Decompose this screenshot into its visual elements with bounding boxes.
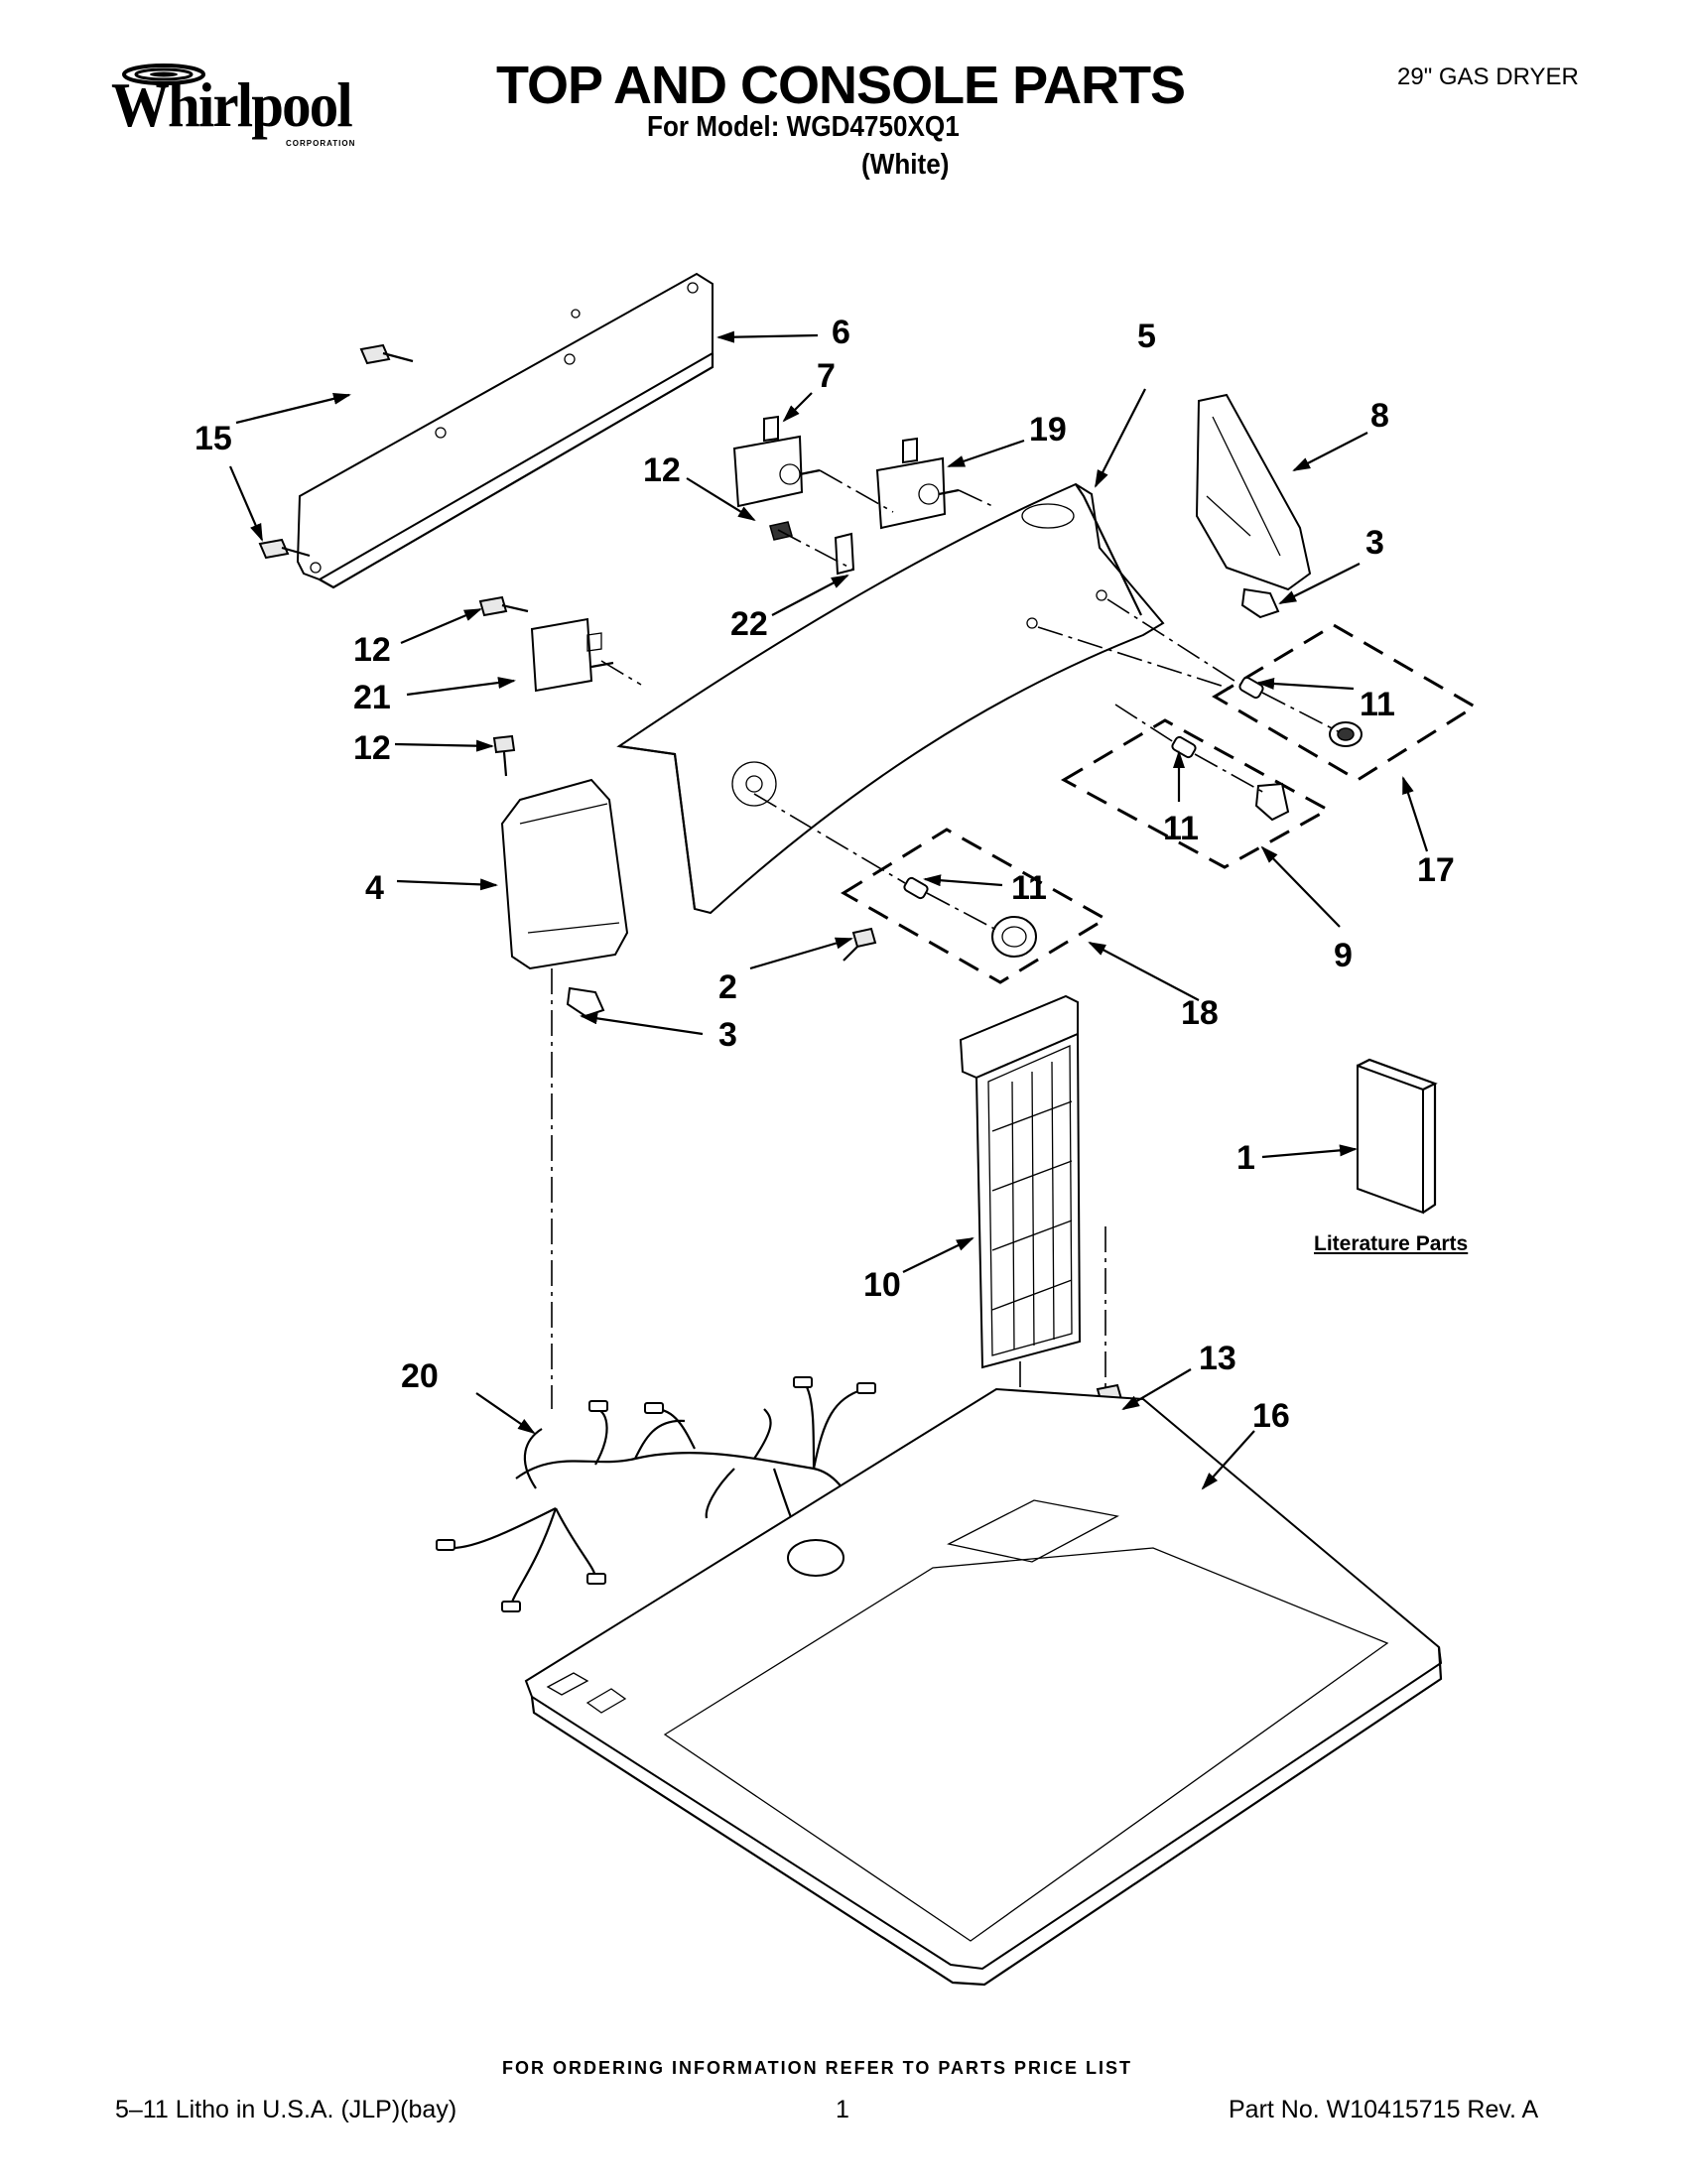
brand-wordmark: Whirlpool: [111, 69, 353, 140]
callout-15: 15: [195, 420, 232, 457]
knob-kit-9: [1060, 718, 1332, 869]
callout-7: 7: [817, 357, 836, 395]
console-endcap-part: [500, 778, 629, 970]
color-line: (White): [861, 149, 950, 181]
brand-subtitle: CORPORATION: [286, 139, 356, 148]
ordering-note: FOR ORDERING INFORMATION REFER TO PARTS …: [502, 2058, 1133, 2078]
litho-info: 5–11 Litho in U.S.A. (JLP)(bay): [115, 2096, 457, 2123]
whirlpool-logo-icon: [104, 55, 382, 164]
callout-9: 9: [1334, 937, 1353, 974]
callout-22: 22: [730, 605, 768, 643]
callout-2: 2: [718, 968, 737, 1006]
callout-1: 1: [1236, 1139, 1255, 1177]
literature-parts-label: Literature Parts: [1314, 1232, 1469, 1255]
model-line: For Model: WGD4750XQ1: [647, 111, 960, 143]
clip-part: [769, 521, 855, 576]
end-cap-part: [1195, 393, 1312, 591]
callout-21: 21: [353, 679, 391, 716]
callout-16: 16: [1252, 1397, 1290, 1435]
callout-12: 12: [353, 631, 391, 669]
literature-book-icon: [1357, 1058, 1438, 1215]
callout-19: 19: [1029, 411, 1067, 449]
callout-3: 3: [718, 1016, 737, 1054]
screw-part: [492, 734, 516, 777]
callout-10: 10: [863, 1266, 901, 1304]
callout-11: 11: [1360, 686, 1395, 723]
callout-3: 3: [1365, 524, 1384, 562]
product-type: 29" GAS DRYER: [1397, 64, 1579, 90]
callout-11: 11: [1011, 869, 1047, 907]
switch-part: [732, 415, 960, 530]
callout-6: 6: [832, 314, 850, 351]
part-number: Part No. W10415715 Rev. A: [1229, 2096, 1539, 2123]
console-panel-part: [616, 482, 1165, 915]
knob-kit-18: [841, 828, 1108, 984]
callout-17: 17: [1417, 851, 1455, 889]
callout-18: 18: [1181, 994, 1219, 1032]
page-title: TOP AND CONSOLE PARTS: [496, 56, 1186, 115]
callout-4: 4: [365, 869, 384, 907]
screw-part: [258, 343, 414, 560]
callout-12: 12: [643, 451, 681, 489]
callout-arrows: [228, 330, 1429, 1490]
callout-13: 13: [1199, 1340, 1236, 1377]
page-number: 1: [836, 2096, 849, 2123]
dryer-top-panel-part: [524, 1387, 1443, 1987]
rear-bracket-part: [296, 272, 714, 589]
callout-8: 8: [1370, 397, 1389, 435]
callout-12: 12: [353, 729, 391, 767]
timer-part: [478, 595, 614, 693]
callout-11: 11: [1163, 810, 1199, 847]
callout-5: 5: [1137, 318, 1156, 355]
lint-screen-part: [959, 994, 1082, 1369]
knob-kit-17: [1212, 623, 1478, 782]
screw-part: [843, 927, 877, 962]
callout-20: 20: [401, 1357, 439, 1395]
